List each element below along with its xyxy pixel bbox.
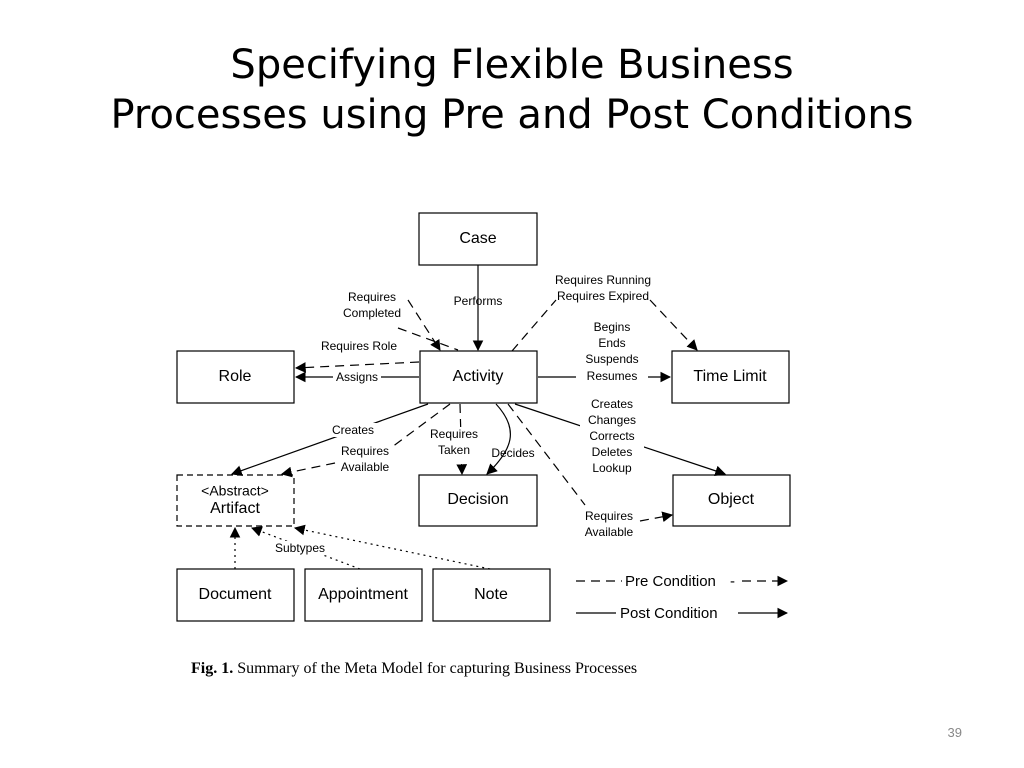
- legend-pre-condition-label: Pre Condition: [625, 573, 716, 590]
- node-case-label: Case: [459, 230, 496, 247]
- edge-obj-lookup-label: Lookup: [592, 461, 632, 475]
- slide-title: Specifying Flexible Business Processes u…: [0, 40, 1024, 140]
- edge-requires-taken-label-2: Taken: [438, 443, 470, 457]
- edge-creates: [230, 403, 429, 476]
- legend-post-condition-label: Post Condition: [620, 605, 718, 622]
- edge-requires-completed-label-2: Completed: [343, 306, 401, 320]
- edge-performs-label: Performs: [454, 294, 503, 308]
- node-object: Object: [672, 474, 791, 527]
- edge-requires-running-label-2: Requires Expired: [557, 289, 649, 303]
- edge-obj-changes-label: Changes: [588, 413, 636, 427]
- edge-obj-deletes-label: Deletes: [592, 445, 633, 459]
- node-role: Role: [176, 350, 295, 404]
- node-object-label: Object: [708, 491, 755, 508]
- edge-resumes-label: Resumes: [587, 369, 638, 383]
- edge-suspends-label: Suspends: [585, 352, 638, 366]
- edge-creates-label: Creates: [332, 423, 374, 437]
- edge-subtypes-label: Subtypes: [275, 541, 325, 555]
- node-time-limit: Time Limit: [671, 350, 790, 404]
- figure-caption-label: Fig. 1.: [191, 660, 234, 677]
- edge-requires-completed-label-1: Requires: [348, 290, 396, 304]
- edge-object-requires: [507, 403, 586, 506]
- node-document-label: Document: [199, 586, 272, 603]
- edge-obj-requires-label-2: Available: [585, 525, 634, 539]
- figure-caption: Fig. 1. Summary of the Meta Model for ca…: [191, 660, 637, 678]
- edge-object-requires-target: [639, 511, 674, 523]
- edge-decides-label: Decides: [491, 446, 534, 460]
- edge-requires-available-label-2: Available: [341, 460, 390, 474]
- node-appointment-label: Appointment: [318, 586, 408, 603]
- figure-caption-text: Summary of the Meta Model for capturing …: [237, 660, 638, 677]
- edge-requires-available-target: [280, 462, 336, 478]
- edge-requires-role: [294, 361, 420, 373]
- legend: Pre Condition - Post Condition: [576, 573, 789, 622]
- edge-subtype-appointment: [250, 526, 361, 570]
- edge-requires-running-target: [649, 299, 698, 351]
- edge-requires-running: [511, 299, 557, 352]
- node-note: Note: [432, 568, 551, 622]
- edge-requires-available: [391, 403, 451, 448]
- slide-title-line-2: Processes using Pre and Post Conditions: [110, 92, 914, 138]
- edge-requires-available-label-1: Requires: [341, 444, 389, 458]
- slide-title-line-1: Specifying Flexible Business: [230, 42, 794, 88]
- edge-begins-label: Begins: [594, 320, 631, 334]
- edge-requires-role-label: Requires Role: [321, 339, 397, 353]
- edge-requires-completed: [407, 299, 441, 351]
- node-case: Case: [418, 212, 538, 266]
- legend-pre-dash: -: [730, 573, 735, 590]
- page-number: 39: [947, 725, 962, 740]
- edge-decides: [486, 403, 511, 475]
- edge-obj-corrects-label: Corrects: [589, 429, 634, 443]
- node-artifact-stereotype: <Abstract>: [201, 483, 269, 499]
- edge-obj-requires-label-1: Requires: [585, 509, 633, 523]
- node-decision-label: Decision: [447, 491, 508, 508]
- edge-requires-completed-return: [397, 327, 459, 351]
- node-artifact: <Abstract> Artifact: [176, 474, 295, 527]
- edge-assigns-label: Assigns: [336, 370, 378, 384]
- node-role-label: Role: [219, 368, 252, 385]
- edge-obj-creates-label: Creates: [591, 397, 633, 411]
- node-activity-label: Activity: [453, 368, 504, 385]
- node-time-limit-label: Time Limit: [693, 368, 767, 385]
- edge-requires-taken-label-1: Requires: [430, 427, 478, 441]
- node-note-label: Note: [474, 586, 508, 603]
- edge-ends-label: Ends: [598, 336, 625, 350]
- node-artifact-label: Artifact: [210, 500, 260, 517]
- node-appointment: Appointment: [304, 568, 423, 622]
- node-activity: Activity: [419, 350, 538, 404]
- node-document: Document: [176, 568, 295, 622]
- edge-requires-running-label-1: Requires Running: [555, 273, 651, 287]
- node-decision: Decision: [418, 474, 538, 527]
